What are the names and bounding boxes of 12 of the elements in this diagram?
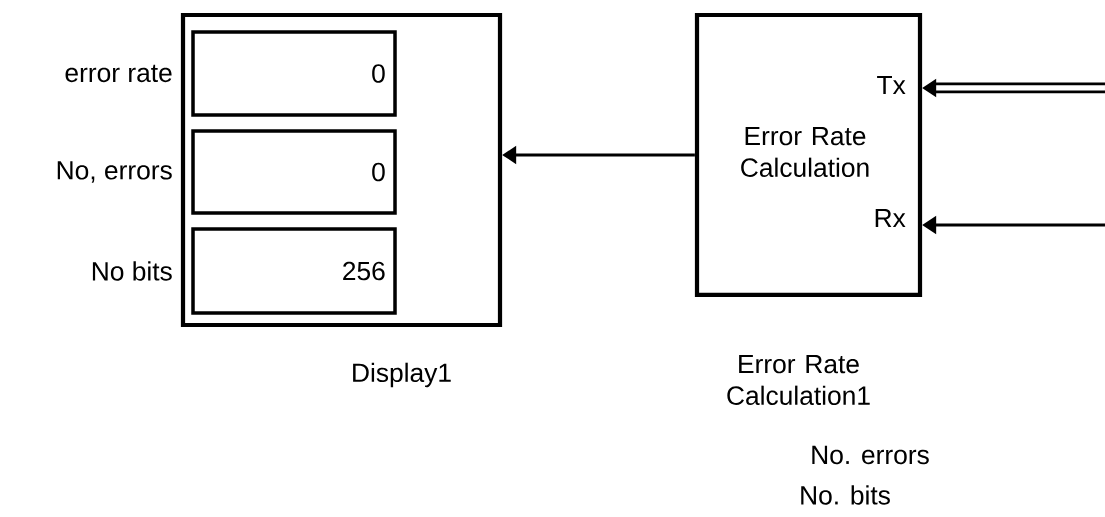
port-label: No, errors [57,161,172,183]
port-label: No. errors [812,445,929,465]
port-label: No. bits [801,485,890,505]
display-block [180,12,503,328]
subsystem-block: Tx Error Rate Calculation Rx [694,12,923,298]
display-field: 0 [191,30,397,117]
display-field: 256 [191,227,397,315]
port-label: No bits [92,261,172,281]
display-field: 0 [191,129,397,215]
block-label: Error Rate Calculation1 [727,354,870,405]
port-label: error rate [65,64,172,83]
block-label: Display1 [353,362,451,388]
